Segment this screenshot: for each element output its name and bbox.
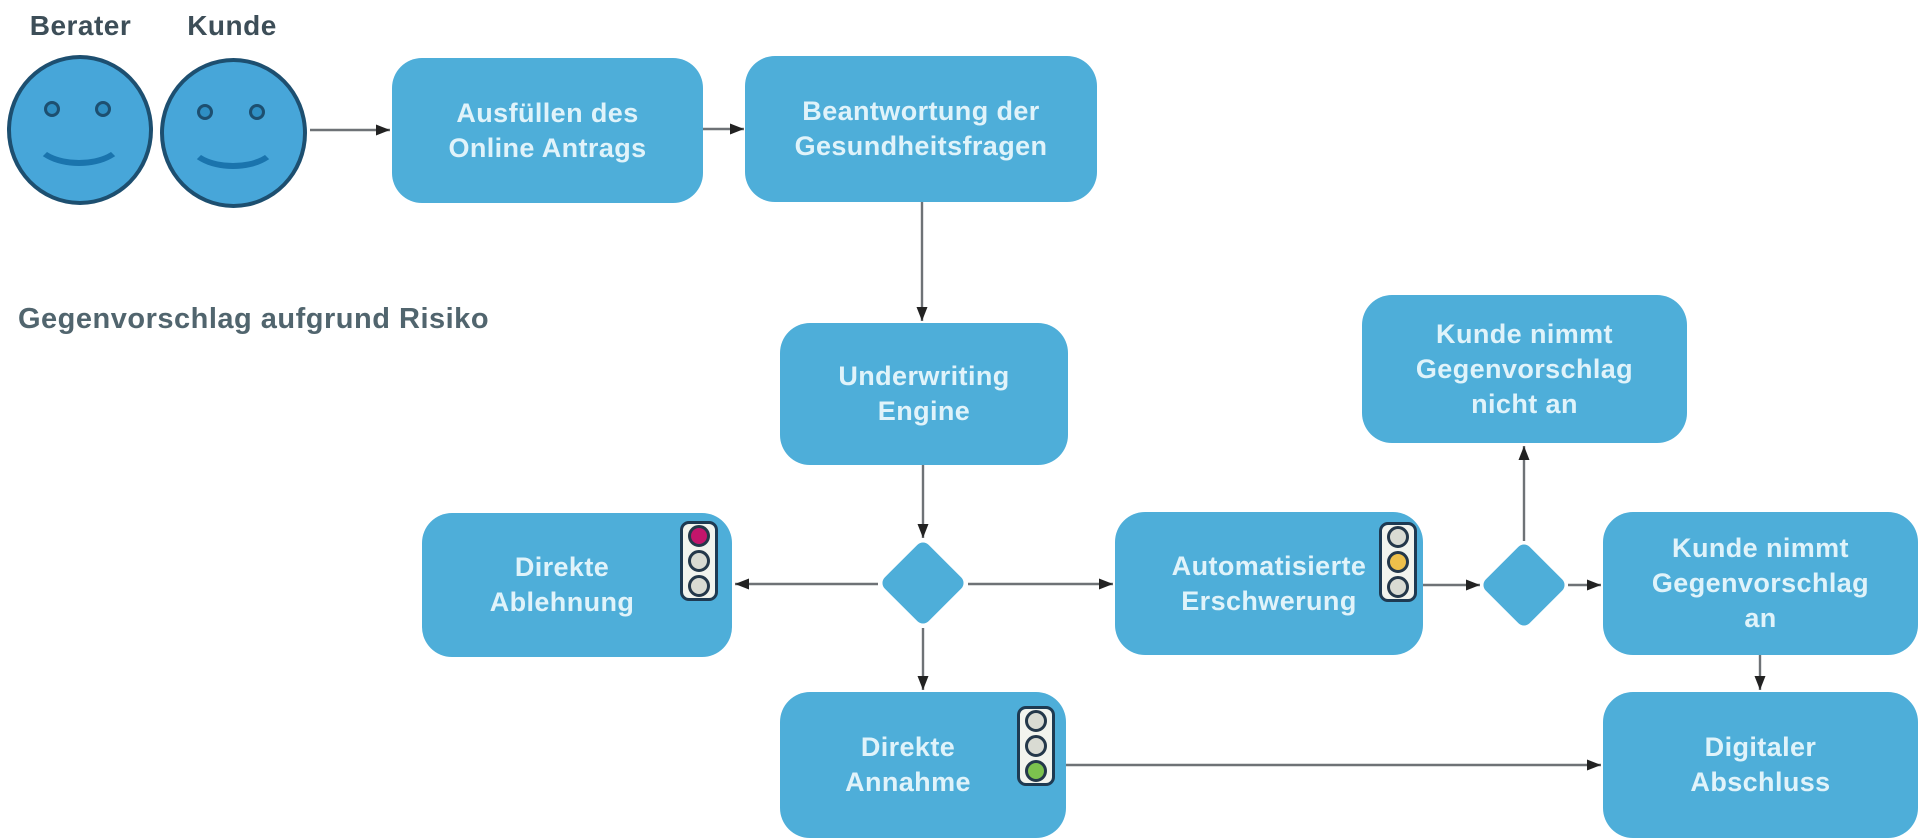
- actor-label-kunde: Kunde: [187, 10, 277, 41]
- lamp-off: [1025, 710, 1047, 732]
- node-text: Annahme: [845, 767, 971, 797]
- lamp-off: [1025, 735, 1047, 757]
- eye-icon: [249, 104, 265, 120]
- node-gegenvorschlag-an: Kunde nimmt Gegenvorschlag an: [1603, 512, 1918, 655]
- lamp-off: [688, 575, 710, 597]
- node-text: Ablehnung: [489, 587, 635, 617]
- node-automatisierte-erschwerung: Automatisierte Erschwerung: [1115, 512, 1423, 655]
- node-text: Direkte: [860, 732, 956, 762]
- node-text: Engine: [877, 396, 971, 426]
- node-text: Underwriting: [838, 361, 1010, 391]
- node-text: Automatisierte: [1171, 550, 1367, 581]
- node-text: Digitaler: [1704, 732, 1817, 762]
- node-digitaler-abschluss: Digitaler Abschluss: [1603, 692, 1918, 838]
- lamp-green: [1025, 760, 1047, 782]
- eye-icon: [95, 101, 111, 117]
- node-text: nicht an: [1471, 388, 1578, 419]
- node-gegenvorschlag-nicht-an: Kunde nimmt Gegenvorschlag nicht an: [1362, 295, 1687, 443]
- lamp-red: [688, 525, 710, 547]
- node-gesundheitsfragen: Beantwortung der Gesundheitsfragen: [745, 56, 1097, 202]
- lamp-off: [1387, 526, 1409, 548]
- kunde-smiley-icon: [160, 58, 307, 208]
- actor-label-berater: Berater: [29, 10, 132, 41]
- node-text: Gegenvorschlag: [1651, 568, 1870, 598]
- lamp-off: [688, 550, 710, 572]
- node-text: Abschluss: [1690, 767, 1831, 797]
- traffic-light-green-icon: [1017, 706, 1055, 786]
- eye-icon: [44, 101, 60, 117]
- node-online-antrag: Ausfüllen des Online Antrags: [392, 58, 703, 203]
- node-text: Gegenvorschlag: [1415, 353, 1634, 384]
- mouth-icon: [33, 114, 125, 166]
- node-text: Beantwortung der: [802, 96, 1040, 126]
- node-underwriting-engine: Underwriting Engine: [780, 323, 1068, 465]
- mouth-icon: [187, 117, 279, 169]
- node-text: Kunde nimmt: [1436, 318, 1613, 349]
- eye-icon: [197, 104, 213, 120]
- side-note-gegenvorschlag: Gegenvorschlag aufgrund Risiko: [18, 303, 490, 335]
- node-text: an: [1744, 603, 1777, 633]
- traffic-light-amber-icon: [1379, 522, 1417, 602]
- node-text: Direkte: [514, 552, 610, 582]
- node-text: Ausfüllen des: [456, 97, 639, 128]
- node-text: Online Antrags: [448, 132, 647, 163]
- traffic-light-red-icon: [680, 521, 718, 601]
- node-text: Kunde nimmt: [1672, 533, 1849, 563]
- lamp-off: [1387, 576, 1409, 598]
- node-text: Erschwerung: [1181, 585, 1357, 616]
- lamp-amber: [1387, 551, 1409, 573]
- berater-smiley-icon: [7, 55, 153, 205]
- node-text: Gesundheitsfragen: [794, 131, 1048, 161]
